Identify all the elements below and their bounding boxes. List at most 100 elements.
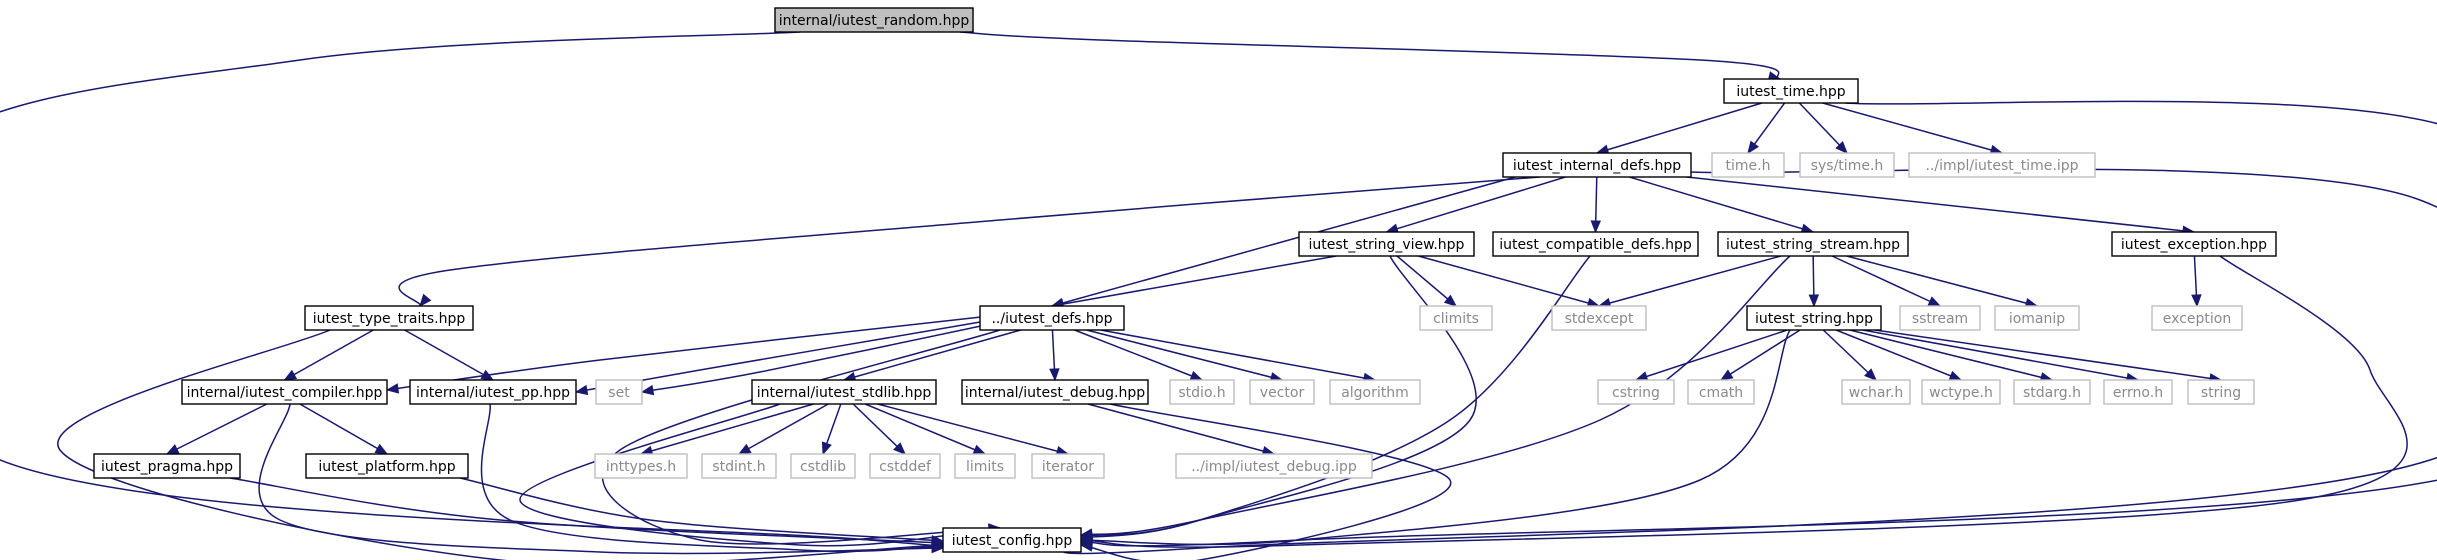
arrowhead [283, 369, 298, 381]
node-box [1329, 379, 1421, 405]
node-label: errno.h [2113, 385, 2163, 401]
arrowhead [165, 444, 180, 455]
node-string-std: string [2187, 379, 2255, 405]
node-label: iomanip [2009, 311, 2065, 327]
node-box [409, 379, 577, 405]
edge-compiler-to-platform [299, 403, 389, 455]
node-label: iutest_platform.hpp [318, 459, 455, 475]
node-cstdlib: cstdlib [790, 453, 856, 479]
edge-string_view-to-defs [1050, 255, 1337, 310]
node-defs[interactable]: ../iutest_defs.hpp [979, 305, 1125, 331]
edge-defs-to-stdio_h [1074, 329, 1204, 381]
node-cstddef: cstddef [869, 453, 941, 479]
node-box [594, 453, 688, 479]
node-box [942, 527, 1082, 553]
node-label: ../impl/iutest_debug.ipp [1191, 459, 1357, 475]
node-box [2013, 379, 2091, 405]
node-box [1687, 379, 1755, 405]
node-string-hpp[interactable]: iutest_string.hpp [1746, 305, 1882, 331]
node-layer: internal/iutest_random.hpp iutest_time.hp… [93, 7, 2277, 553]
node-stdio-h: stdio.h [1169, 379, 1235, 405]
node-label: stdio.h [1178, 385, 1225, 401]
arrowhead [2191, 294, 2202, 308]
edge-string_hpp-to-cstring [1634, 329, 1788, 382]
edge-time-to-sys_time_h [1798, 102, 1848, 154]
node-box [774, 7, 974, 33]
node-label: cstddef [879, 459, 932, 475]
edge-debug-to-impl_debug [1087, 403, 1276, 457]
edge-string_hpp-to-stdarg_h [1849, 329, 2054, 383]
edge-type_traits-to-config [57, 329, 945, 560]
arrowhead [1443, 294, 1458, 307]
node-box [1419, 305, 1493, 331]
node-box [1492, 231, 1699, 257]
node-climits: climits [1419, 305, 1493, 331]
edge-stdlib-to-inttypes_h [639, 403, 814, 456]
arrowhead [737, 443, 752, 455]
node-exception[interactable]: iutest_exception.hpp [2111, 231, 2277, 257]
node-compiler[interactable]: internal/iutest_compiler.hpp [181, 379, 388, 405]
node-exception-std: exception [2151, 305, 2243, 331]
node-box [1908, 152, 2096, 178]
node-label: sstream [1912, 311, 1968, 327]
node-label: cstdlib [800, 459, 846, 475]
node-label: exception [2163, 311, 2231, 327]
node-pp[interactable]: internal/iutest_pp.hpp [409, 379, 577, 405]
node-box [954, 453, 1016, 479]
node-time[interactable]: iutest_time.hpp [1723, 78, 1859, 104]
arrowhead [1590, 220, 1602, 234]
node-string-view[interactable]: iutest_string_view.hpp [1298, 231, 1475, 257]
node-debug[interactable]: internal/iutest_debug.hpp [961, 379, 1149, 405]
arrowhead [972, 444, 987, 455]
node-cmath: cmath [1687, 379, 1755, 405]
arrowhead [1835, 141, 1848, 154]
node-pragma[interactable]: iutest_pragma.hpp [93, 453, 241, 479]
arrowhead [1079, 528, 1094, 539]
node-vector: vector [1249, 379, 1315, 405]
node-sys-time-h: sys/time.h [1799, 152, 1895, 178]
arrowhead [419, 293, 432, 308]
node-label: stdint.h [712, 459, 765, 475]
node-stdexcept: stdexcept [1551, 305, 1647, 331]
arrowhead [931, 534, 945, 546]
node-stdlib[interactable]: internal/iutest_stdlib.hpp [751, 379, 937, 405]
node-box [790, 453, 856, 479]
arrowhead [374, 443, 389, 455]
node-string-stream[interactable]: iutest_string_stream.hpp [1717, 231, 1909, 257]
node-label: internal/iutest_debug.hpp [965, 385, 1145, 401]
node-random[interactable]: internal/iutest_random.hpp [774, 7, 974, 33]
arrowhead [1948, 370, 1963, 381]
edge-string_hpp-to-wctype_h [1835, 329, 1963, 381]
node-config[interactable]: iutest_config.hpp [942, 527, 1082, 553]
node-algorithm: algorithm [1329, 379, 1421, 405]
node-platform[interactable]: iutest_platform.hpp [305, 453, 469, 479]
edge-stdlib-to-limits [864, 403, 987, 455]
edge-string_view-to-climits [1396, 255, 1458, 307]
arrowhead [1189, 370, 1204, 381]
node-label: internal/iutest_stdlib.hpp [757, 385, 932, 401]
edge-stdlib-to-cstdlib [821, 403, 842, 456]
edge-stdlib-to-cstddef [852, 403, 906, 455]
node-box [181, 379, 388, 405]
node-label: iutest_exception.hpp [2121, 237, 2267, 253]
node-label: string [2201, 385, 2241, 401]
node-compatible-defs[interactable]: iutest_compatible_defs.hpp [1492, 231, 1699, 257]
node-box [304, 305, 474, 331]
node-box [1031, 453, 1105, 479]
edge-layer [0, 31, 2437, 560]
node-inttypes-h: inttypes.h [594, 453, 688, 479]
node-label: stdarg.h [2023, 385, 2081, 401]
node-box [701, 453, 777, 479]
node-internal-defs[interactable]: iutest_internal_defs.hpp [1502, 152, 1692, 178]
arrowhead [1864, 368, 1877, 381]
node-type-traits[interactable]: iutest_type_traits.hpp [304, 305, 474, 331]
node-time-h: time.h [1711, 152, 1785, 178]
node-label: internal/iutest_compiler.hpp [187, 385, 383, 401]
arrowhead [1808, 294, 1820, 308]
arrowhead [893, 442, 906, 455]
edge-string_stream-to-sstream [1831, 255, 1942, 307]
edge-string_hpp-to-wchar_h [1822, 329, 1877, 381]
edge-internal_defs-to-type_traits [398, 176, 1541, 308]
arrowhead [821, 441, 832, 456]
